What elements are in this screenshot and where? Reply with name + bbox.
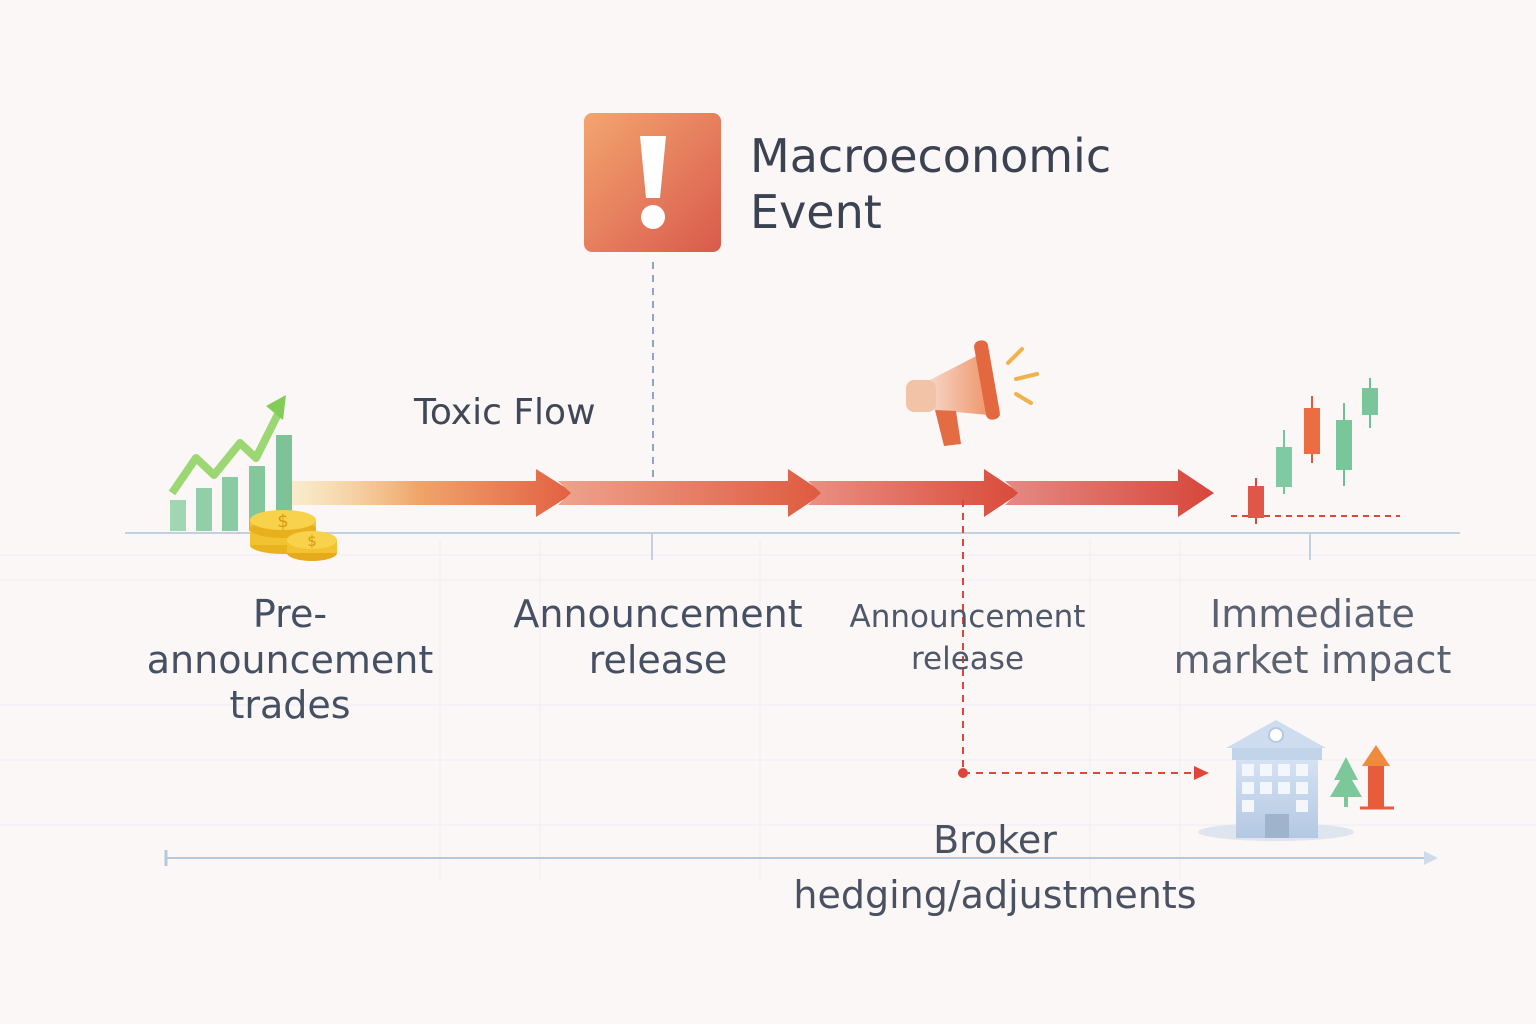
broker-label: Broker hedging/adjustments — [793, 818, 1197, 918]
rising-bar-chart-with-coins-icon: $ $ — [168, 395, 337, 561]
flow-arrow-3 — [808, 469, 1020, 517]
bottom-timeline — [164, 850, 1438, 866]
background-grid — [0, 540, 1536, 880]
stage-label-announcement-release: Announcement release — [513, 592, 803, 682]
stage-label-market-impact: Immediate market impact — [1173, 592, 1452, 682]
toxic-flow-label: Toxic Flow — [414, 392, 596, 433]
toxic-flow-arrows — [290, 469, 1214, 517]
stage-label-pre-announcement: Pre-announcement trades — [146, 592, 434, 728]
megaphone-icon — [906, 340, 1039, 446]
broker-dashed-connector — [958, 500, 1209, 780]
svg-text:$: $ — [307, 532, 317, 550]
building-with-up-arrow-icon — [1198, 720, 1394, 841]
flow-arrow-4 — [1005, 469, 1214, 517]
flow-arrow-1 — [290, 469, 574, 517]
svg-text:$: $ — [277, 511, 288, 532]
exclamation-icon — [584, 113, 721, 252]
stage-label-announcement-release-secondary: Announcement release — [849, 599, 1086, 677]
candlestick-chart-icon — [1231, 378, 1400, 524]
flow-arrow-2 — [558, 469, 824, 517]
event-title: Macroeconomic Event — [750, 129, 1112, 240]
